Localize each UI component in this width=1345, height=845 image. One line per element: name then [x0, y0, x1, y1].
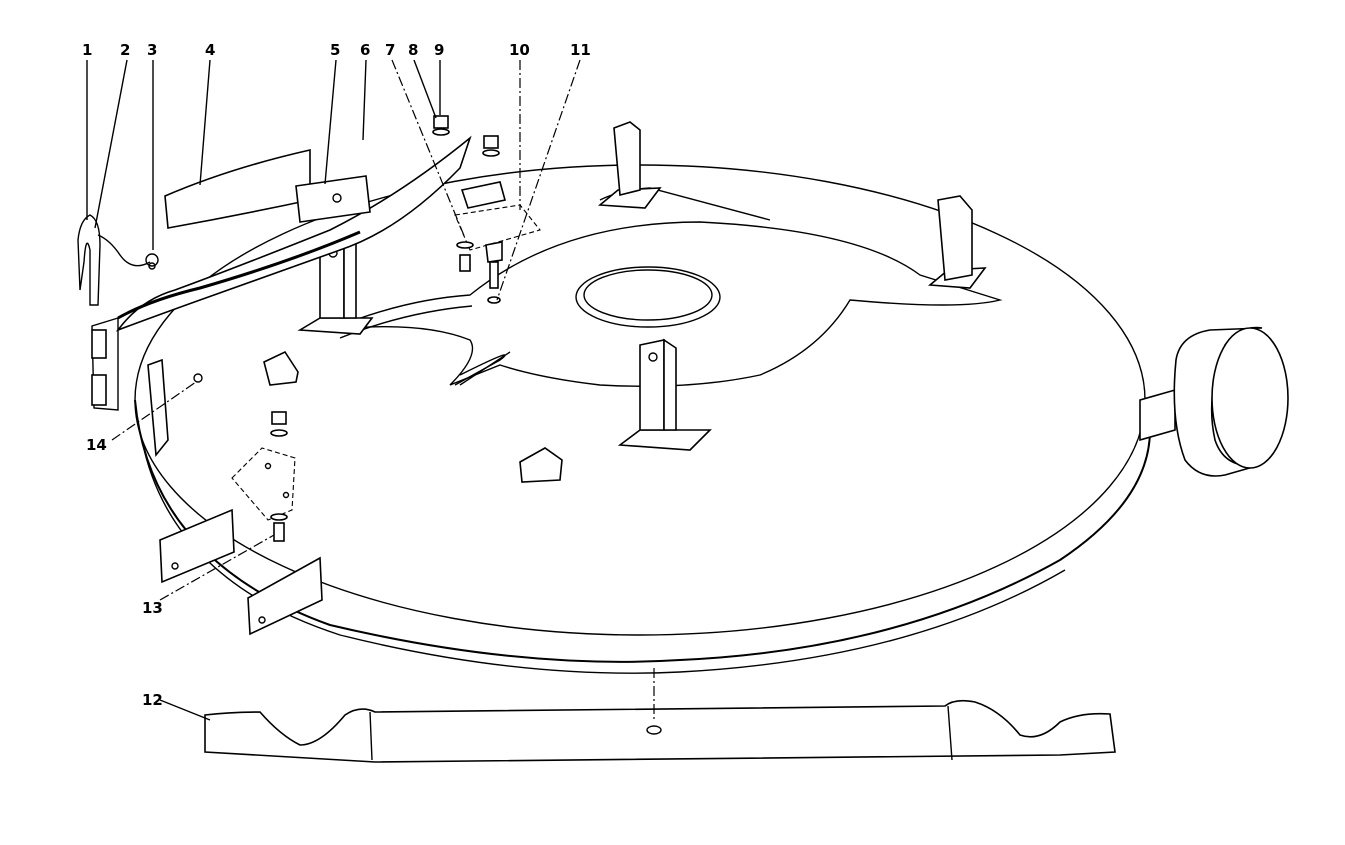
baffle-piece-b — [519, 447, 563, 483]
height-adjust-tab-right — [247, 556, 323, 636]
callout-7: 7 — [385, 41, 395, 59]
callout-8: 8 — [408, 41, 418, 59]
part-14-spring — [147, 358, 203, 458]
height-adjust-tab-left — [159, 508, 235, 584]
callout-12: 12 — [142, 691, 163, 709]
callout-14: 14 — [86, 436, 107, 454]
callout-13: 13 — [142, 599, 163, 617]
callout-11: 11 — [570, 41, 591, 59]
deck-bracket-top — [597, 121, 662, 209]
callout-5: 5 — [330, 41, 340, 59]
callout-4: 4 — [205, 41, 215, 59]
leader-lines — [86, 59, 581, 721]
fastener-stack — [432, 115, 541, 304]
callout-3: 3 — [147, 41, 157, 59]
wheel — [1139, 326, 1289, 477]
part-4-guard-plate — [164, 148, 311, 229]
baffle-piece-a — [263, 350, 299, 386]
callout-9: 9 — [434, 41, 444, 59]
deck-bracket-right — [927, 195, 987, 289]
callout-2: 2 — [120, 41, 130, 59]
callout-10: 10 — [509, 41, 530, 59]
part-12-blade — [204, 699, 1116, 763]
rear-bracket — [231, 411, 296, 542]
deck-bracket-center — [617, 338, 712, 451]
callout-1: 1 — [82, 41, 92, 59]
callout-6: 6 — [360, 41, 370, 59]
part-3-clevis-washer — [145, 253, 159, 270]
part-6-deflector — [91, 135, 472, 411]
part-2-cable — [97, 234, 151, 267]
part-1-hitch-pin — [77, 214, 101, 306]
deck-bracket-left — [297, 234, 374, 335]
part-5-block — [295, 175, 371, 223]
